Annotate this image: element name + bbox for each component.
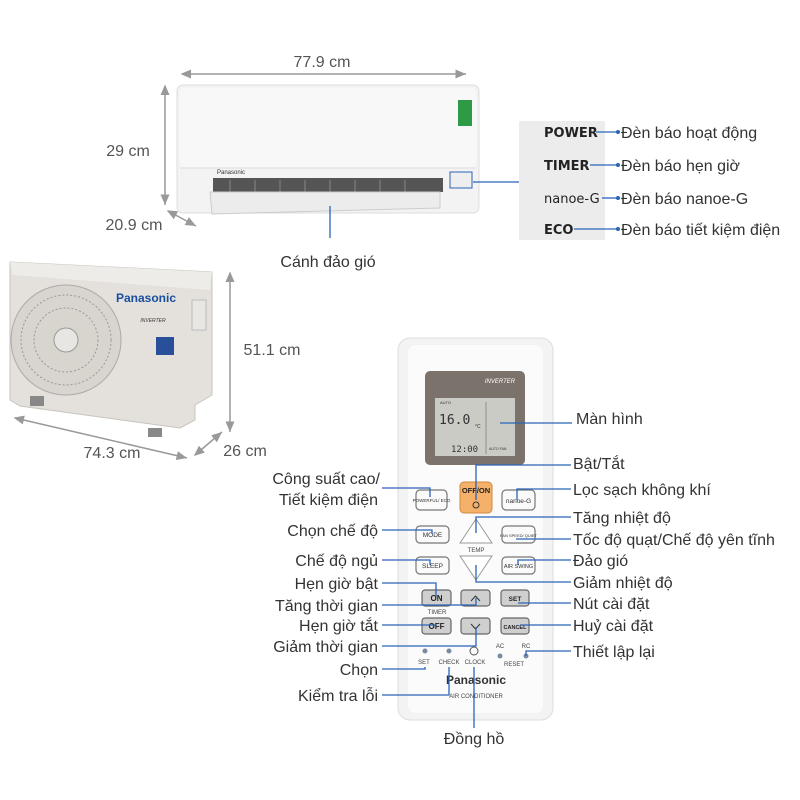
outdoor-brand: Panasonic bbox=[116, 291, 176, 305]
indicator-panel bbox=[449, 171, 473, 189]
callout-mode: Chọn chế độ bbox=[287, 523, 378, 540]
chevron-up-icon bbox=[470, 595, 481, 602]
indicator-nanoe: nanoe-G bbox=[544, 192, 600, 207]
callout-reset: Thiết lập lại bbox=[573, 644, 655, 661]
outdoor-width-label: 74.3 cm bbox=[84, 445, 141, 462]
energy-label-icon bbox=[458, 100, 472, 126]
svg-text:POWERFUL/ ECO: POWERFUL/ ECO bbox=[413, 498, 451, 503]
callout-cancel: Huỷ cài đặt bbox=[573, 618, 654, 635]
lcd-mode: AUTO bbox=[440, 400, 451, 405]
cancel-button[interactable]: CANCEL bbox=[500, 617, 530, 635]
set-small-label: SET bbox=[418, 660, 430, 666]
indoor-height-label: 29 cm bbox=[106, 143, 150, 160]
callout-time-down: Giảm thời gian bbox=[273, 639, 378, 656]
lcd-time: 12:00 bbox=[451, 445, 478, 455]
callout-set: Nút cài đặt bbox=[573, 596, 650, 613]
right-callouts: Màn hình Bật/Tắt Lọc sạch không khí Tăng… bbox=[573, 411, 775, 661]
power-icon bbox=[472, 501, 480, 509]
callout-eco: Tiết kiệm điện bbox=[279, 492, 378, 509]
indoor-brand: Panasonic bbox=[217, 170, 245, 176]
sleep-button[interactable]: SLEEP bbox=[415, 556, 450, 575]
set-dot-button[interactable] bbox=[422, 648, 428, 654]
nanoe-badge-icon bbox=[156, 337, 174, 355]
svg-text:nanoe-G: nanoe-G bbox=[506, 498, 531, 505]
indoor-unit: Panasonic bbox=[176, 84, 480, 215]
outdoor-depth-label: 26 cm bbox=[223, 443, 267, 460]
svg-text:MODE: MODE bbox=[423, 532, 443, 539]
indicator-power: POWER bbox=[544, 126, 598, 141]
lcd-temp: 16.0 bbox=[439, 413, 470, 428]
callout-check: Kiểm tra lỗi bbox=[298, 686, 378, 705]
svg-text:SET: SET bbox=[509, 596, 522, 603]
reset-label: RESET bbox=[504, 662, 524, 668]
ac-reset-button[interactable] bbox=[497, 653, 503, 659]
clock-label: CLOCK bbox=[465, 660, 486, 666]
air-flap bbox=[209, 191, 441, 215]
indicator-list: POWER TIMER nanoe-G ECO Đèn báo hoạt độn… bbox=[544, 125, 780, 239]
outdoor-height-label: 51.1 cm bbox=[244, 342, 301, 359]
timer-label: TIMER bbox=[428, 610, 447, 616]
timer-off-button[interactable]: OFF bbox=[421, 617, 452, 635]
callout-power: Bật/Tắt bbox=[573, 454, 625, 473]
remote-brand: Panasonic bbox=[446, 673, 506, 687]
display-inverter-badge: INVERTER bbox=[485, 379, 516, 385]
left-callouts: Công suất cao/ Tiết kiệm điện Chọn chế đ… bbox=[272, 471, 380, 705]
callout-temp-up: Tăng nhiệt độ bbox=[573, 510, 671, 527]
indicator-timer-desc: Đèn báo hẹn giờ bbox=[621, 158, 741, 175]
indicator-eco: ECO bbox=[544, 223, 573, 238]
callout-air-purify: Lọc sạch không khí bbox=[573, 482, 711, 499]
svg-text:OFF: OFF bbox=[429, 622, 445, 631]
callout-time-up: Tăng thời gian bbox=[275, 598, 378, 615]
svg-text:AIR SWING: AIR SWING bbox=[504, 564, 533, 570]
indicator-eco-desc: Đèn báo tiết kiệm điện bbox=[621, 222, 780, 239]
callout-powerful: Công suất cao/ bbox=[272, 471, 380, 488]
callout-air-swing: Đảo gió bbox=[573, 553, 628, 570]
callout-timer-off: Hẹn giờ tắt bbox=[299, 616, 379, 635]
nanoe-button[interactable]: nanoe-G bbox=[501, 489, 536, 511]
callout-lines bbox=[382, 422, 572, 728]
callout-select: Chọn bbox=[340, 662, 378, 679]
remote-subtitle: AIR CONDITIONER bbox=[449, 694, 503, 700]
callout-temp-down: Giảm nhiệt độ bbox=[573, 575, 673, 592]
svg-text:ON: ON bbox=[431, 594, 443, 603]
indicator-timer: TIMER bbox=[544, 159, 590, 174]
lcd-fan: AUTO FAN bbox=[489, 447, 507, 451]
clock-button[interactable] bbox=[469, 646, 479, 656]
callout-fan-speed: Tốc độ quạt/Chế độ yên tĩnh bbox=[573, 532, 775, 549]
indicator-nanoe-desc: Đèn báo nanoe-G bbox=[621, 191, 748, 208]
callout-screen: Màn hình bbox=[576, 411, 643, 428]
svg-text:FAN SPEED/ QUIET: FAN SPEED/ QUIET bbox=[500, 533, 537, 538]
indoor-depth-label: 20.9 cm bbox=[106, 217, 163, 234]
powerful-eco-button[interactable]: POWERFUL/ ECO bbox=[413, 489, 451, 511]
rc-label: RC bbox=[522, 644, 531, 650]
callout-sleep: Chế độ ngủ bbox=[295, 553, 378, 570]
flap-callout: Cánh đảo gió bbox=[280, 254, 375, 271]
ac-label: AC bbox=[496, 644, 505, 650]
svg-text:CANCEL: CANCEL bbox=[504, 625, 528, 631]
fan-speed-quiet-button[interactable]: FAN SPEED/ QUIET bbox=[500, 525, 538, 544]
lcd-unit: °C bbox=[475, 424, 481, 430]
air-swing-button[interactable]: AIR SWING bbox=[501, 556, 536, 575]
callout-timer-on: Hẹn giờ bật bbox=[295, 576, 379, 593]
temp-label: TEMP bbox=[468, 548, 485, 554]
mode-button[interactable]: MODE bbox=[415, 525, 450, 544]
check-label: CHECK bbox=[438, 660, 459, 666]
outdoor-unit: Panasonic INVERTER bbox=[9, 261, 213, 437]
set-button[interactable]: SET bbox=[500, 589, 530, 607]
indicator-box bbox=[519, 121, 605, 240]
check-dot-button[interactable] bbox=[446, 648, 452, 654]
outdoor-inverter-badge: INVERTER bbox=[140, 318, 166, 324]
indicator-power-desc: Đèn báo hoạt động bbox=[621, 125, 757, 142]
svg-text:SLEEP: SLEEP bbox=[422, 563, 443, 570]
indoor-width-label: 77.9 cm bbox=[294, 54, 351, 71]
callout-clock: Đồng hồ bbox=[444, 731, 505, 748]
lcd-screen bbox=[435, 398, 515, 456]
